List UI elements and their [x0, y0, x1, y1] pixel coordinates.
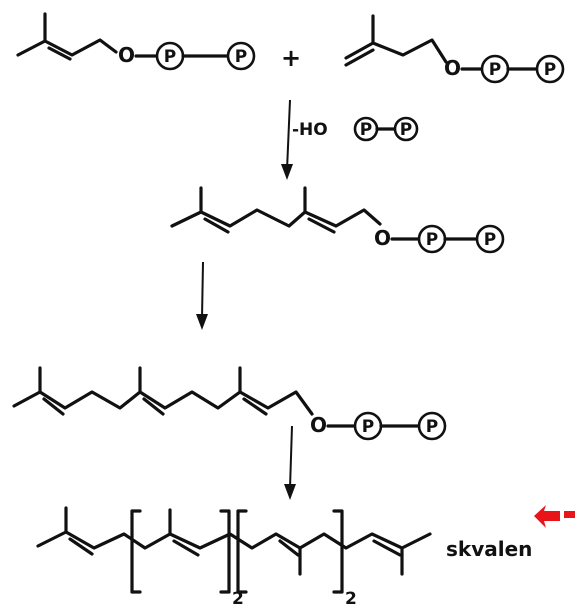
repeat-subscript: 2: [232, 589, 244, 606]
phosphate-circle: [475, 224, 505, 254]
phosphate-circle: [535, 54, 565, 84]
phosphate-circle: [417, 411, 447, 441]
dimerization-arrow: [284, 425, 296, 500]
dimethylallyl-pyrophosphate: O P P: [16, 12, 256, 71]
phosphate-label: P: [544, 60, 556, 80]
oxygen-label: O: [310, 413, 327, 437]
product-label: skvalen: [446, 537, 532, 561]
phosphate-label: P: [400, 120, 412, 140]
repeat-subscript: 2: [345, 589, 357, 606]
eliminated-pyrophosphate: -HO P P: [292, 116, 419, 142]
repeat-bracket: [236, 509, 344, 594]
phosphate-label: P: [164, 47, 176, 67]
farnesyl-pyrophosphate: O P P: [12, 366, 447, 441]
phosphate-label: P: [235, 47, 247, 67]
phosphate-label: P: [489, 60, 501, 80]
phosphate-label: P: [360, 120, 372, 140]
highlight-arrow-icon: [534, 505, 575, 528]
phosphate-label: P: [484, 230, 496, 250]
oxygen-label: O: [374, 226, 391, 250]
plus-sign: +: [281, 44, 301, 72]
geranyl-pyrophosphate: O P P: [170, 186, 505, 254]
elongation-arrow: [196, 261, 208, 330]
eliminated-label: -HO: [292, 120, 328, 140]
squalene: [36, 506, 432, 576]
phosphate-circle: [226, 41, 256, 71]
phosphate-circle: [393, 116, 419, 142]
oxygen-label: O: [118, 43, 135, 67]
phosphate-label: P: [426, 230, 438, 250]
phosphate-label: P: [426, 417, 438, 437]
condensation-arrow: [281, 99, 293, 180]
isopentenyl-pyrophosphate: O P P: [344, 14, 565, 84]
phosphate-label: P: [362, 417, 374, 437]
oxygen-label: O: [444, 56, 461, 80]
repeat-bracket: [130, 509, 231, 594]
